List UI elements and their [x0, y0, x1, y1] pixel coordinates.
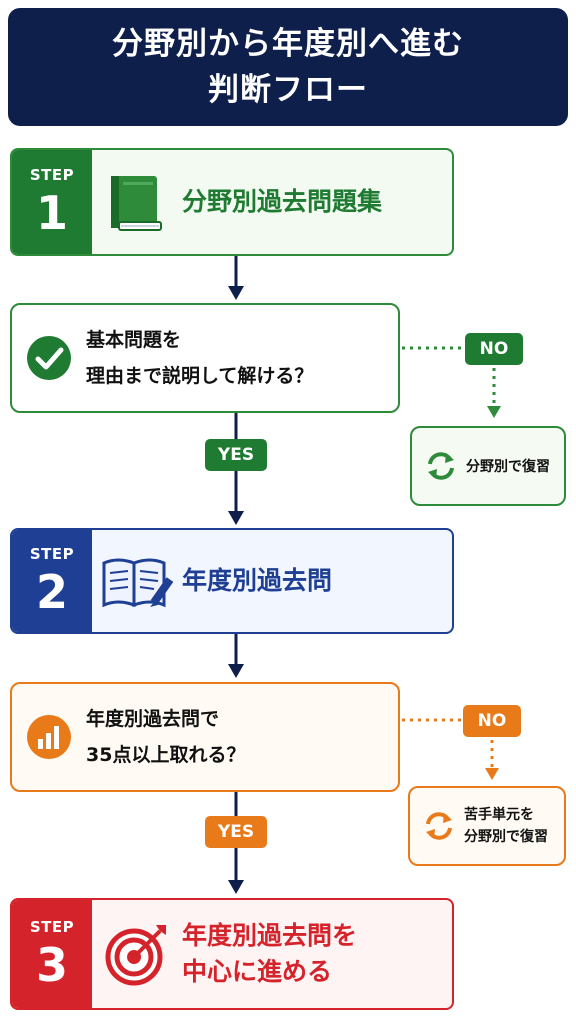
step-2-card: STEP 2 年度別過去問: [10, 528, 454, 634]
step-3-badge: STEP 3: [12, 900, 92, 1008]
down-arrow: [228, 256, 244, 300]
step-2-badge: STEP 2: [12, 530, 92, 632]
step-number: 3: [35, 938, 68, 992]
step-2-title: 年度別過去問: [182, 566, 333, 595]
step-3-title-line-1: 年度別過去問を: [182, 921, 358, 950]
down-arrow: [228, 634, 244, 678]
title-line-2: 判断フロー: [208, 72, 368, 108]
question-1-box: 基本問題を 理由まで説明して解ける？: [10, 303, 400, 413]
target-icon: [92, 921, 182, 987]
no-action-2-line-1: 苦手単元を: [464, 807, 534, 823]
refresh-icon: [422, 809, 456, 843]
step-label: STEP: [29, 545, 75, 563]
check-circle-icon: [12, 334, 86, 382]
question-2-line-2: 35点以上取れる？: [86, 744, 246, 766]
connector-line: [234, 413, 238, 439]
no-action-2: 苦手単元を 分野別で復習: [408, 786, 566, 866]
no-badge-2: NO: [463, 705, 521, 737]
question-1-line-1: 基本問題を: [86, 329, 182, 351]
question-2-box: 年度別過去問で 35点以上取れる？: [10, 682, 400, 792]
dotted-arrow: [487, 368, 501, 418]
step-number: 1: [35, 186, 68, 240]
step-1-title: 分野別過去問題集: [182, 187, 383, 216]
step-3-card: STEP 3 年度別過去問を 中心に進める: [10, 898, 454, 1010]
book-icon: [92, 170, 182, 234]
step-1-badge: STEP 1: [12, 150, 92, 254]
down-arrow: [228, 848, 244, 894]
title-line-1: 分野別から年度別へ進む: [112, 26, 464, 62]
step-1-card: STEP 1 分野別過去問題集: [10, 148, 454, 256]
page-title: 分野別から年度別へ進む 判断フロー: [8, 8, 568, 126]
no-badge-1: NO: [465, 333, 523, 365]
question-2-line-1: 年度別過去問で: [86, 708, 220, 730]
bar-chart-icon: [12, 713, 86, 761]
step-label: STEP: [29, 918, 75, 936]
down-arrow: [228, 471, 244, 525]
step-number: 2: [35, 565, 68, 619]
no-action-1: 分野別で復習: [410, 426, 566, 506]
dotted-arrow: [485, 740, 499, 780]
open-book-pencil-icon: [92, 551, 182, 611]
connector-line: [234, 792, 238, 816]
no-action-1-text: 分野別で復習: [466, 459, 550, 475]
refresh-icon: [424, 449, 458, 483]
step-label: STEP: [29, 166, 75, 184]
step-3-title-line-2: 中心に進める: [182, 957, 333, 986]
yes-badge-1: YES: [205, 439, 267, 471]
dotted-connector: [402, 346, 464, 350]
yes-badge-2: YES: [205, 816, 267, 848]
dotted-connector: [402, 718, 464, 722]
no-action-2-line-2: 分野別で復習: [464, 829, 548, 845]
question-1-line-2: 理由まで説明して解ける？: [86, 365, 314, 387]
